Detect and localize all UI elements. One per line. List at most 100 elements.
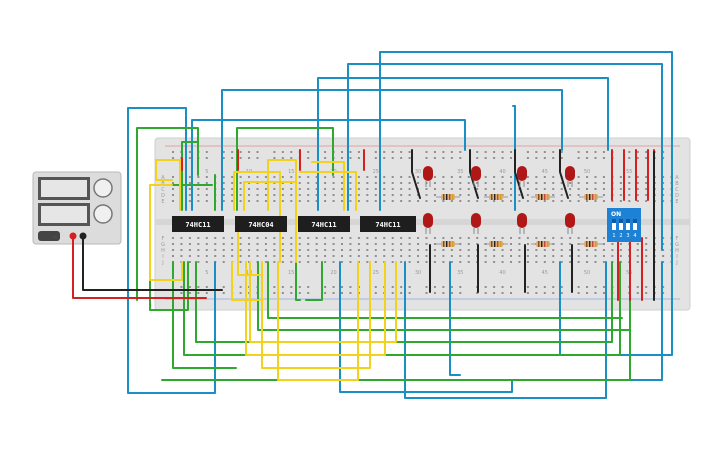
rail-hole[interactable] (594, 151, 597, 153)
rail-hole[interactable] (543, 157, 546, 159)
breadboard-hole[interactable] (518, 255, 521, 257)
breadboard-hole[interactable] (391, 194, 394, 196)
breadboard-hole[interactable] (315, 200, 318, 202)
breadboard-hole[interactable] (602, 176, 605, 178)
breadboard-hole[interactable] (222, 188, 225, 190)
breadboard-hole[interactable] (425, 255, 428, 257)
breadboard-hole[interactable] (264, 255, 267, 257)
breadboard-hole[interactable] (248, 200, 251, 202)
breadboard-hole[interactable] (569, 200, 572, 202)
breadboard-hole[interactable] (281, 200, 284, 202)
rail-hole[interactable] (543, 151, 546, 153)
led[interactable] (423, 213, 433, 234)
breadboard-hole[interactable] (543, 182, 546, 184)
breadboard-hole[interactable] (459, 200, 462, 202)
breadboard-hole[interactable] (315, 182, 318, 184)
breadboard-hole[interactable] (374, 182, 377, 184)
green-wire[interactable] (195, 261, 613, 343)
breadboard-hole[interactable] (552, 194, 555, 196)
breadboard-hole[interactable] (501, 255, 504, 257)
breadboard-hole[interactable] (205, 182, 208, 184)
breadboard-hole[interactable] (408, 261, 411, 263)
breadboard-hole[interactable] (636, 200, 639, 202)
breadboard-hole[interactable] (425, 237, 428, 239)
breadboard-hole[interactable] (408, 194, 411, 196)
breadboard-hole[interactable] (662, 261, 665, 263)
rail-hole[interactable] (501, 151, 504, 153)
breadboard-hole[interactable] (611, 200, 614, 202)
breadboard-hole[interactable] (222, 261, 225, 263)
breadboard-hole[interactable] (400, 243, 403, 245)
breadboard-hole[interactable] (374, 255, 377, 257)
dip-toggle-3[interactable] (626, 219, 630, 230)
breadboard-hole[interactable] (357, 200, 360, 202)
breadboard-hole[interactable] (366, 194, 369, 196)
rail-hole[interactable] (628, 151, 631, 153)
rail-hole[interactable] (324, 157, 327, 159)
breadboard-hole[interactable] (205, 194, 208, 196)
rail-hole[interactable] (442, 151, 445, 153)
rail-hole[interactable] (535, 286, 538, 288)
breadboard-hole[interactable] (594, 255, 597, 257)
rail-hole[interactable] (172, 157, 174, 159)
breadboard-hole[interactable] (662, 243, 665, 245)
breadboard-hole[interactable] (205, 261, 208, 263)
breadboard-hole[interactable] (214, 249, 217, 251)
breadboard-hole[interactable] (602, 243, 605, 245)
breadboard-hole[interactable] (425, 261, 428, 263)
breadboard-hole[interactable] (349, 243, 352, 245)
breadboard-hole[interactable] (476, 188, 479, 190)
breadboard-hole[interactable] (425, 243, 428, 245)
breadboard-hole[interactable] (484, 200, 487, 202)
breadboard-hole[interactable] (273, 188, 276, 190)
breadboard-hole[interactable] (298, 200, 301, 202)
breadboard-hole[interactable] (307, 237, 310, 239)
breadboard-hole[interactable] (256, 255, 259, 257)
breadboard-hole[interactable] (205, 249, 208, 251)
breadboard-hole[interactable] (383, 200, 386, 202)
breadboard-hole[interactable] (315, 261, 318, 263)
breadboard-hole[interactable] (349, 200, 352, 202)
rail-hole[interactable] (501, 157, 504, 159)
breadboard-hole[interactable] (290, 200, 293, 202)
breadboard-hole[interactable] (594, 200, 597, 202)
breadboard-hole[interactable] (172, 243, 174, 245)
breadboard-hole[interactable] (636, 176, 639, 178)
breadboard-hole[interactable] (417, 237, 420, 239)
breadboard-hole[interactable] (417, 182, 420, 184)
breadboard-hole[interactable] (501, 200, 504, 202)
rail-hole[interactable] (391, 157, 394, 159)
rail-hole[interactable] (188, 157, 191, 159)
breadboard-hole[interactable] (349, 194, 352, 196)
breadboard-hole[interactable] (273, 200, 276, 202)
breadboard-hole[interactable] (417, 255, 420, 257)
rail-hole[interactable] (501, 286, 504, 288)
breadboard-hole[interactable] (264, 194, 267, 196)
breadboard-hole[interactable] (197, 176, 200, 178)
breadboard-hole[interactable] (467, 188, 470, 190)
breadboard-hole[interactable] (467, 243, 470, 245)
breadboard-hole[interactable] (264, 188, 267, 190)
breadboard-hole[interactable] (341, 237, 343, 239)
yellow-wire[interactable] (243, 181, 297, 211)
dip-toggle-4[interactable] (633, 219, 637, 230)
breadboard-hole[interactable] (357, 182, 360, 184)
breadboard-hole[interactable] (602, 237, 605, 239)
breadboard-hole[interactable] (341, 255, 343, 257)
rail-hole[interactable] (560, 286, 563, 288)
breadboard-hole[interactable] (476, 200, 479, 202)
breadboard-hole[interactable] (188, 176, 191, 178)
rail-hole[interactable] (281, 151, 284, 153)
breadboard-hole[interactable] (383, 255, 386, 257)
rail-hole[interactable] (484, 286, 487, 288)
breadboard-hole[interactable] (662, 176, 665, 178)
breadboard-hole[interactable] (324, 237, 327, 239)
breadboard-hole[interactable] (307, 188, 310, 190)
breadboard-hole[interactable] (324, 188, 327, 190)
breadboard-hole[interactable] (543, 261, 546, 263)
rail-hole[interactable] (442, 286, 445, 288)
breadboard-hole[interactable] (459, 261, 462, 263)
breadboard-hole[interactable] (391, 243, 394, 245)
yellow-wire[interactable] (249, 261, 397, 343)
rail-hole[interactable] (197, 292, 200, 294)
